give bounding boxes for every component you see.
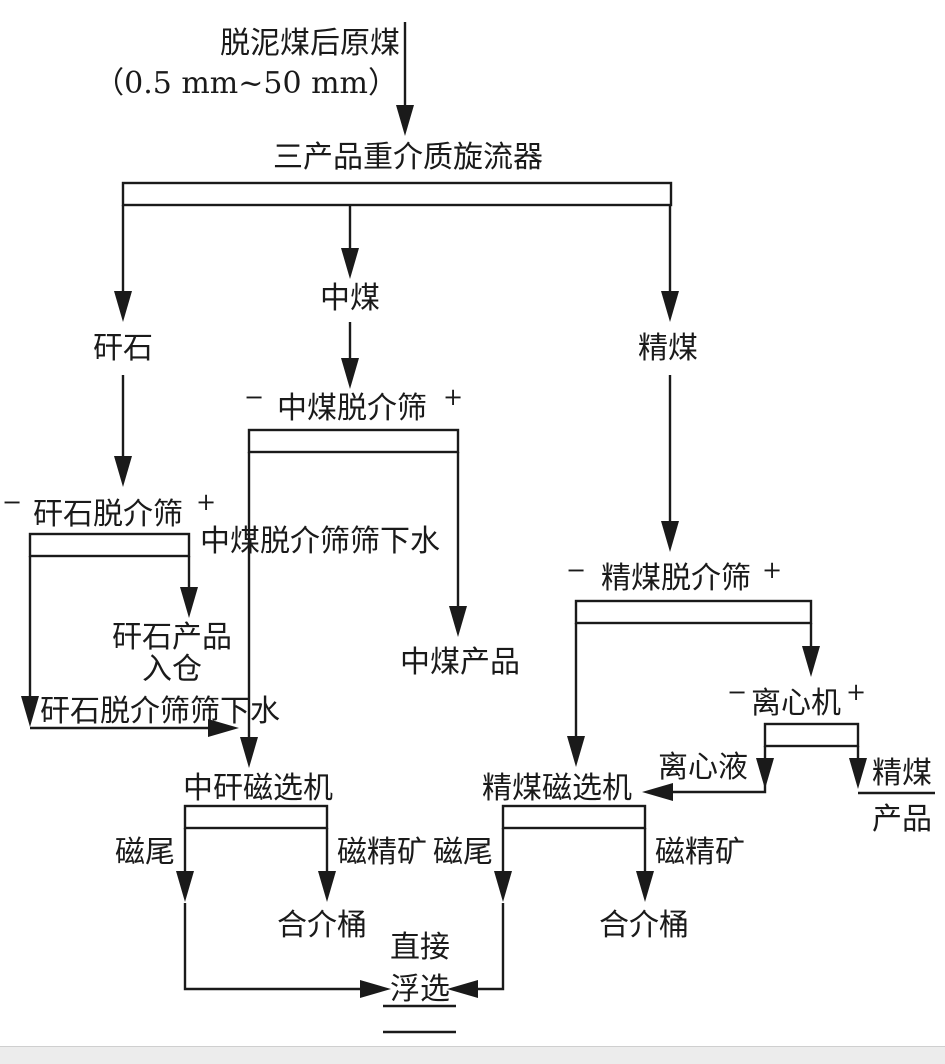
- clean-separator-label: 精煤磁选机: [482, 771, 632, 806]
- centrifuge-label: 离心机: [751, 686, 841, 721]
- middlings-screen-bar: [247, 428, 460, 454]
- clean-tank-label: 合介桶: [599, 908, 689, 943]
- mg-separator-label: 中矸磁选机: [183, 771, 333, 806]
- clean-product-sub-label: 产品: [872, 802, 932, 837]
- cyclone-label: 三产品重介质旋流器: [273, 140, 543, 175]
- clean-screen-bar: [574, 599, 813, 625]
- middlings-label: 中煤: [320, 281, 380, 316]
- page-bottom-strip: [0, 1046, 945, 1064]
- centrifuge-plus: +: [846, 678, 866, 706]
- cyclone-bar: [121, 181, 673, 207]
- labels: 脱泥煤后原煤 （0.5 mm~50 mm） 三产品重介质旋流器 矸石 中煤 精煤…: [2, 26, 932, 1007]
- clean-tailings-label: 磁尾: [433, 835, 493, 870]
- arrowhead-mg-separator: [240, 737, 258, 768]
- clean-concentrate-label: 磁精矿: [655, 835, 745, 870]
- centrifuge-minus: −: [727, 678, 747, 706]
- arrowhead-gangue-product: [180, 587, 198, 618]
- arrowhead-gangue-screen: [114, 456, 132, 487]
- middlings-screen-plus: +: [443, 383, 463, 411]
- arrowhead-clean: [661, 291, 679, 322]
- middlings-screen-minus: −: [244, 383, 264, 411]
- arrowhead-clean-separator: [567, 736, 585, 767]
- arrowhead-gangue: [114, 291, 132, 322]
- gangue-screen-minus: −: [2, 488, 22, 516]
- arrowhead-flotation-right: [447, 980, 478, 998]
- gangue-label: 矸石: [93, 331, 153, 366]
- gangue-screen-label: 矸石脱介筛: [33, 497, 183, 532]
- clean-label: 精煤: [638, 331, 698, 366]
- middlings-product-label: 中煤产品: [400, 645, 520, 680]
- flotation-sub-label: 浮选: [390, 972, 450, 1007]
- mg-tailings-label: 磁尾: [115, 835, 175, 870]
- arrowhead-centrifuge: [802, 646, 820, 677]
- arrowhead-middlings: [341, 248, 359, 279]
- gangue-screen-plus: +: [196, 488, 216, 516]
- arrowhead-clean-screen: [661, 521, 679, 552]
- feed-size-label: （0.5 mm~50 mm）: [94, 66, 398, 101]
- arrowhead-flotation-left: [360, 980, 391, 998]
- clean-screen-plus: +: [762, 556, 782, 584]
- clean-screen-label: 精煤脱介筛: [601, 561, 751, 596]
- arrowhead-clean-tailings: [494, 871, 512, 902]
- mg-separator-bar: [183, 804, 329, 830]
- arrowhead-gangue-underflow-right: [208, 719, 239, 737]
- centrifuge-liquid-label: 离心液: [658, 750, 748, 785]
- mg-tank-label: 合介桶: [277, 908, 367, 943]
- middlings-underflow-label: 中煤脱介筛筛下水: [200, 524, 440, 559]
- arrowheads: [21, 105, 867, 998]
- arrowhead-clean-product: [849, 758, 867, 789]
- arrowhead-mg-concentrate: [318, 871, 336, 902]
- clean-screen-minus: −: [566, 556, 586, 584]
- mg-to-flotation-line: [183, 903, 363, 991]
- gangue-product-label: 矸石产品: [112, 620, 232, 655]
- arrowhead-clean-concentrate: [636, 871, 654, 902]
- arrowhead-centrifuge-liquid-left: [642, 783, 673, 801]
- clean-separator-bar: [501, 804, 647, 830]
- gangue-screen-bar: [28, 532, 191, 558]
- clean-product-label: 精煤: [872, 756, 932, 791]
- gangue-underflow-label: 矸石脱介筛筛下水: [40, 694, 280, 729]
- gangue-product-bin-label: 入仓: [142, 652, 202, 687]
- centrifuge-bar: [763, 722, 860, 748]
- arrowhead-middlings-product: [449, 606, 467, 637]
- arrowhead-cyclone: [396, 105, 414, 136]
- arrowhead-gangue-underflow-down: [21, 696, 39, 727]
- feed-label: 脱泥煤后原煤: [220, 26, 400, 61]
- arrowhead-centrifuge-liquid-down: [756, 758, 774, 789]
- middlings-screen-label: 中煤脱介筛: [277, 391, 427, 426]
- arrowhead-middlings-screen: [341, 358, 359, 389]
- arrowhead-mg-tailings: [176, 871, 194, 902]
- clean-to-flotation-line: [478, 903, 505, 991]
- mg-concentrate-label: 磁精矿: [337, 835, 427, 870]
- flotation-label: 直接: [390, 930, 450, 965]
